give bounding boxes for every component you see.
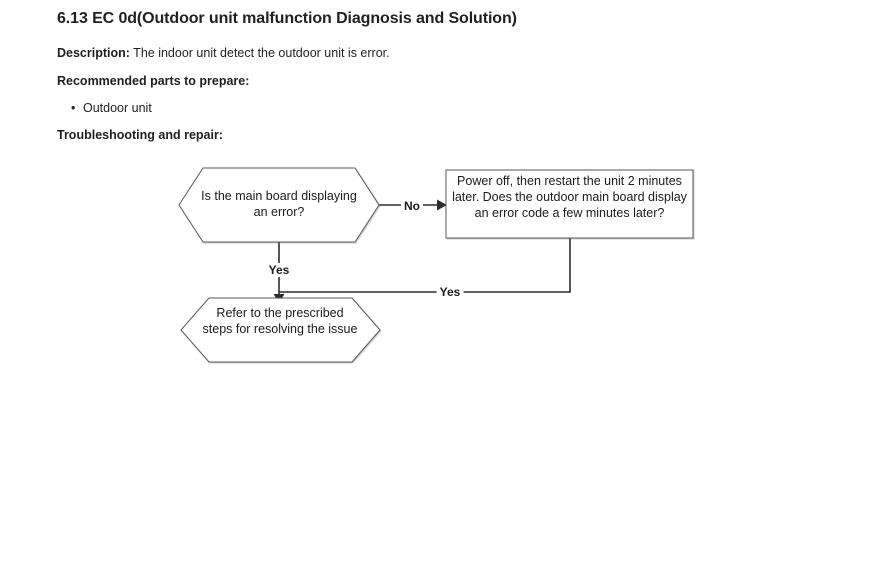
connector-yes-across-line xyxy=(279,238,571,293)
decision2-hexagon xyxy=(180,297,381,363)
process1-rectangle xyxy=(445,169,694,239)
description-label: Description: xyxy=(57,46,130,60)
no-label: No xyxy=(401,199,423,213)
bullet-marker: • xyxy=(71,101,76,115)
decision1-label: Is the main board displaying an error? xyxy=(201,189,357,219)
decision1-hexagon xyxy=(178,167,380,243)
description-text: The indoor unit detect the outdoor unit … xyxy=(129,46,390,60)
decision2-label: Refer to the prescribed steps for resolv… xyxy=(202,306,358,336)
yes-down-label: Yes xyxy=(265,263,293,277)
page-title: 6.13 EC 0d(Outdoor unit malfunction Diag… xyxy=(57,10,517,27)
bullet-text: Outdoor unit xyxy=(83,101,152,115)
troubleshooting-heading: Troubleshooting and repair: xyxy=(57,128,223,142)
yes-across-label: Yes xyxy=(436,285,464,299)
bullet-list-item: • Outdoor unit xyxy=(71,101,152,115)
arrowhead-no xyxy=(437,199,447,211)
process1-label: Power off, then restart the unit 2 minut… xyxy=(452,174,687,220)
description-line: Description: The indoor unit detect the … xyxy=(57,46,390,60)
recommended-parts-heading: Recommended parts to prepare: xyxy=(57,74,250,88)
